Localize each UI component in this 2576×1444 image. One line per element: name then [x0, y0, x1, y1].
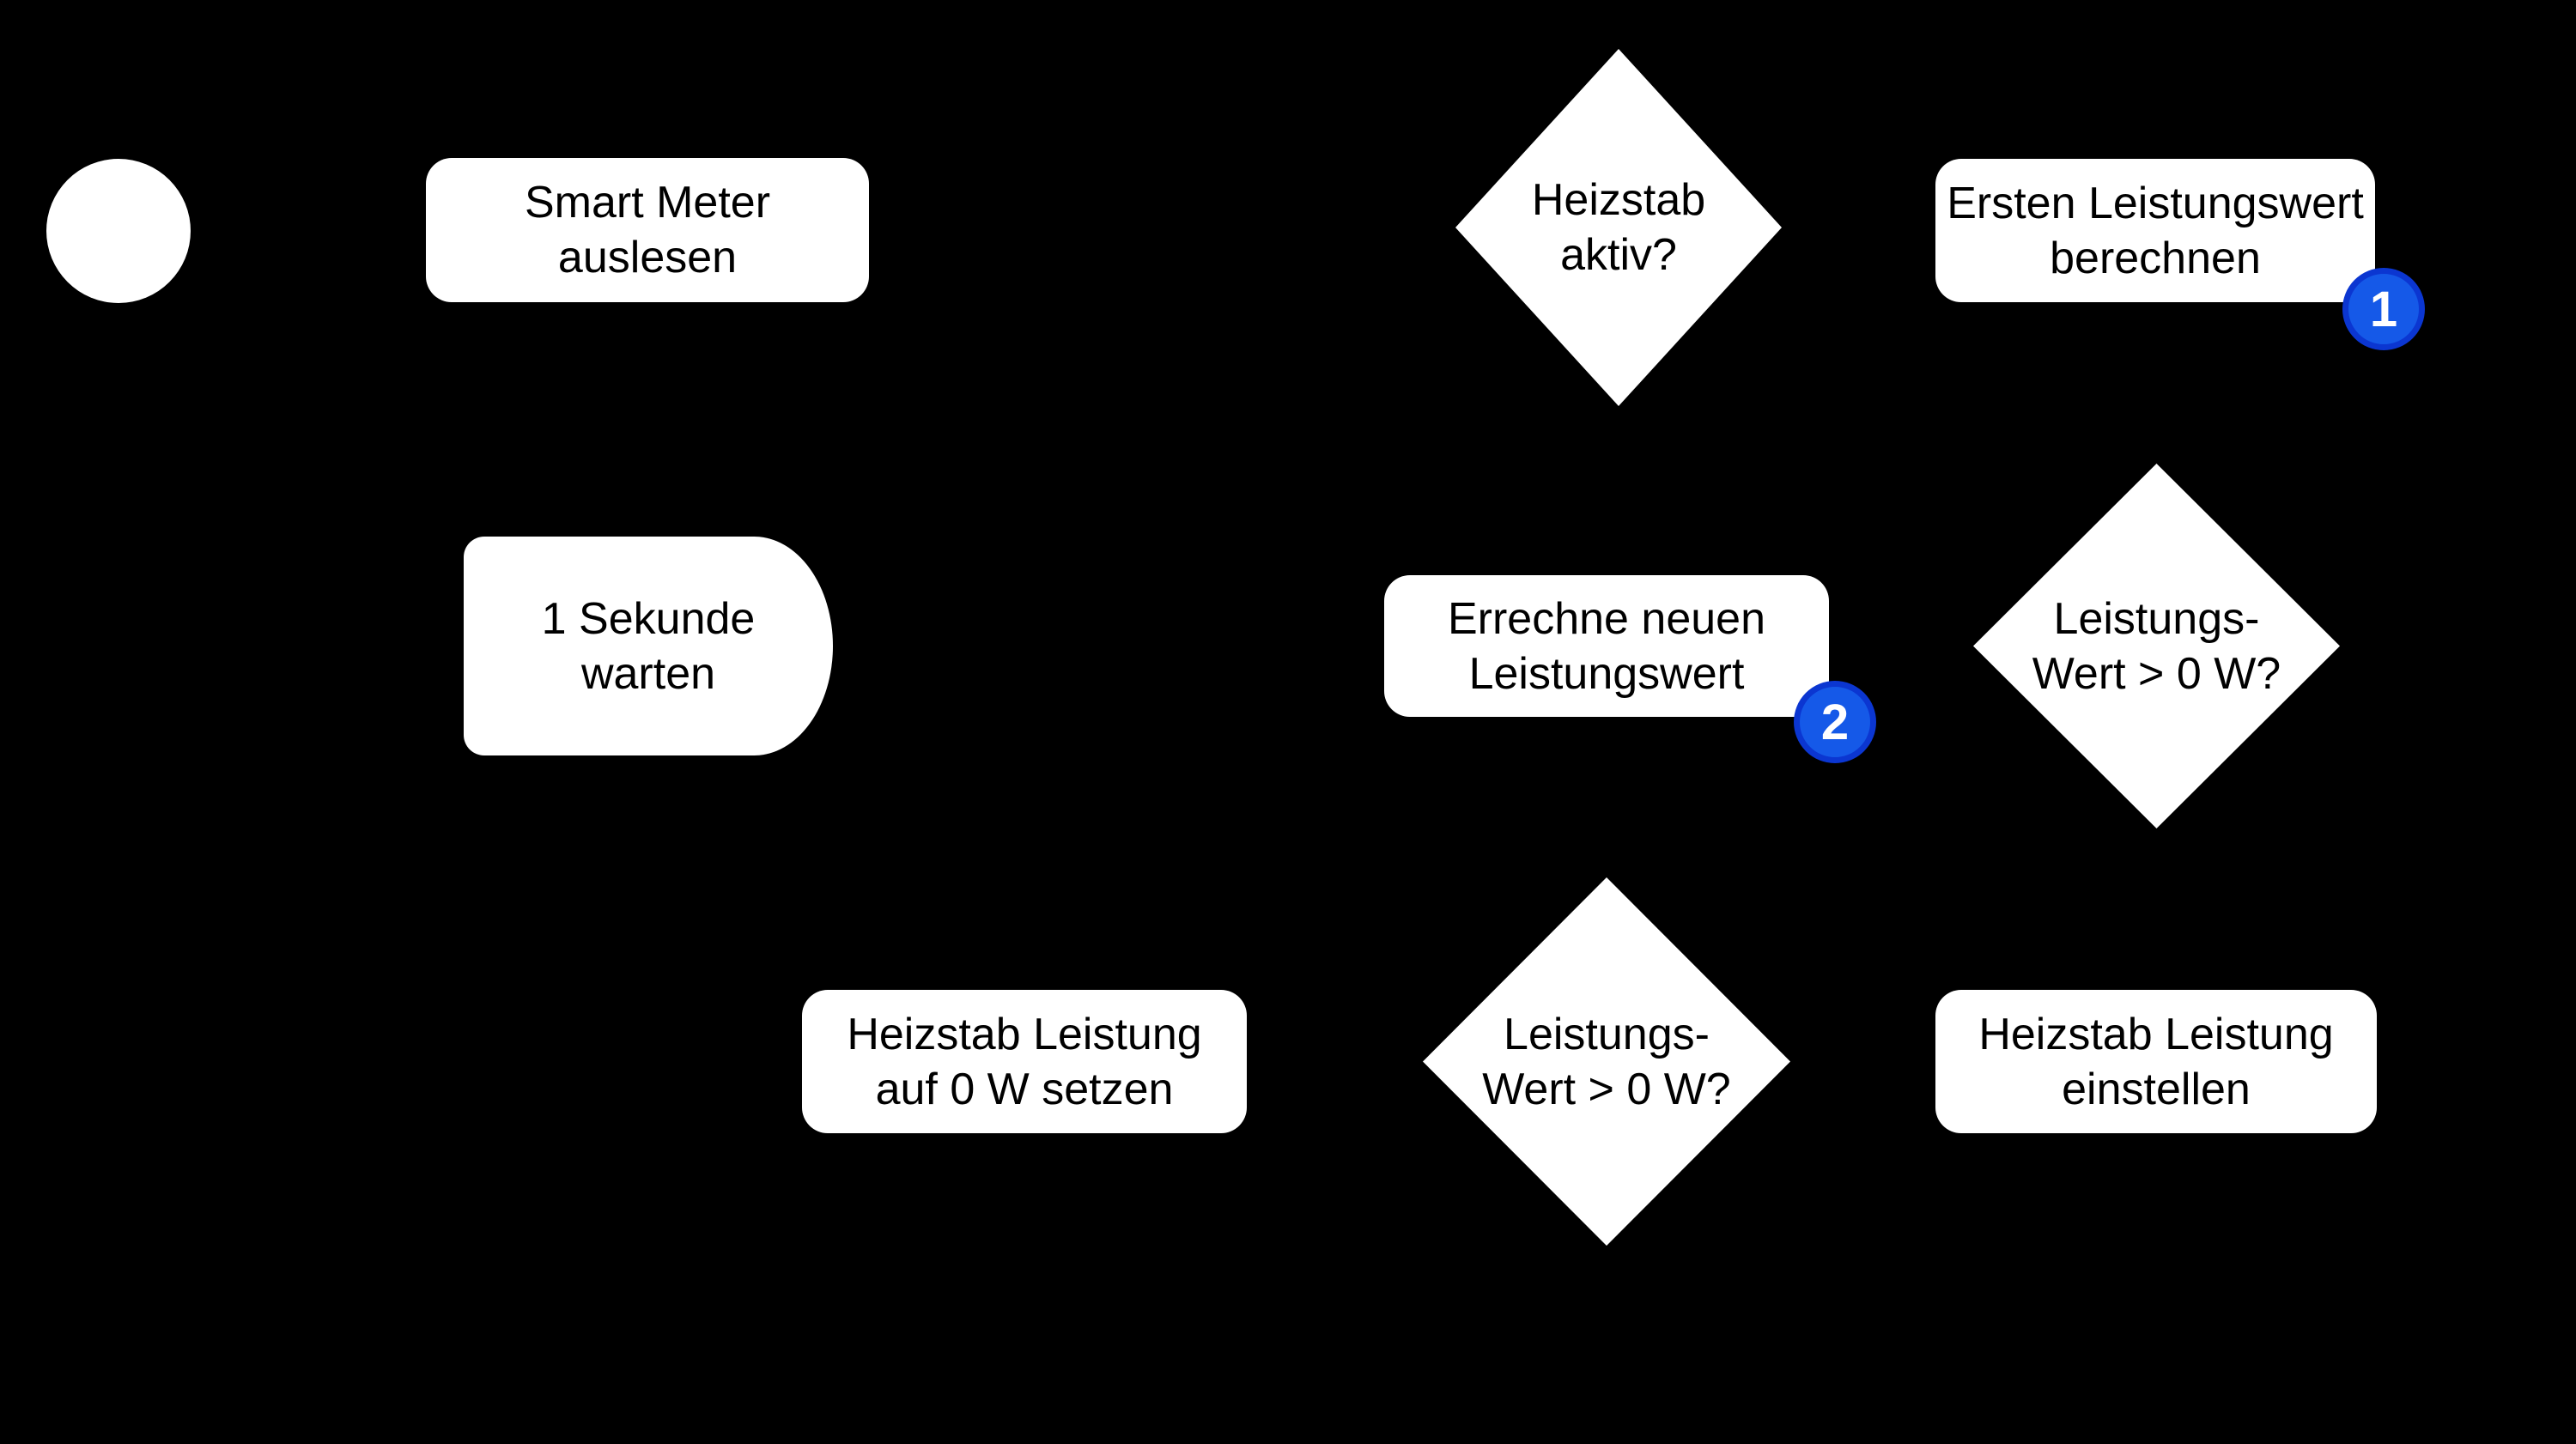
diamond-shape: [1455, 49, 1782, 406]
process-ersten-leistungswert-berechnen: Ersten Leistungswert berechnen: [1935, 159, 2375, 302]
node-label-line: Heizstab Leistung: [847, 1009, 1202, 1059]
node-label-line: Wert > 0 W?: [1482, 1064, 1731, 1114]
process-errechne-neuen-leistungswert: Errechne neuen Leistungswert: [1384, 575, 1829, 717]
diamond-shape: [1423, 877, 1790, 1246]
decision-leistungswert-1: Leistungs- Wert > 0 W?: [1973, 464, 2340, 828]
decision-leistungswert-2: Leistungs- Wert > 0 W?: [1423, 877, 1790, 1246]
node-label-line: Heizstab Leistung: [1978, 1009, 2334, 1059]
delay-1-sekunde-warten: 1 Sekunde warten: [464, 537, 833, 755]
node-label-line: Leistungs-: [2053, 593, 2260, 644]
start-node: [46, 159, 191, 303]
badge-1: 1: [2342, 268, 2425, 350]
node-label-line: aktiv?: [1560, 230, 1677, 280]
node-label-line: 1 Sekunde: [541, 593, 756, 644]
diamond-shape: [1973, 464, 2340, 828]
badge-2: 2: [1794, 681, 1876, 763]
process-heizstab-leistung-einstellen: Heizstab Leistung einstellen: [1935, 990, 2377, 1133]
node-label-line: einstellen: [2062, 1064, 2251, 1114]
node-label-line: warten: [580, 648, 716, 699]
node-label-line: Heizstab: [1531, 175, 1706, 225]
node-label-line: berechnen: [2050, 233, 2261, 283]
node-label-line: Wert > 0 W?: [2032, 648, 2281, 699]
decision-heizstab-aktiv: Heizstab aktiv?: [1455, 49, 1782, 406]
process-heizstab-leistung-0w-setzen: Heizstab Leistung auf 0 W setzen: [802, 990, 1247, 1133]
process-smart-meter-auslesen: Smart Meter auslesen: [426, 158, 869, 302]
node-label-line: Leistungswert: [1468, 648, 1745, 699]
node-label-line: Ersten Leistungswert: [1947, 178, 2364, 228]
node-label-line: Leistungs-: [1504, 1009, 1710, 1059]
node-label-line: Errechne neuen: [1447, 593, 1766, 644]
node-label-line: auf 0 W setzen: [875, 1064, 1174, 1114]
node-label-line: auslesen: [557, 233, 738, 282]
node-label-line: Smart Meter: [524, 178, 771, 228]
